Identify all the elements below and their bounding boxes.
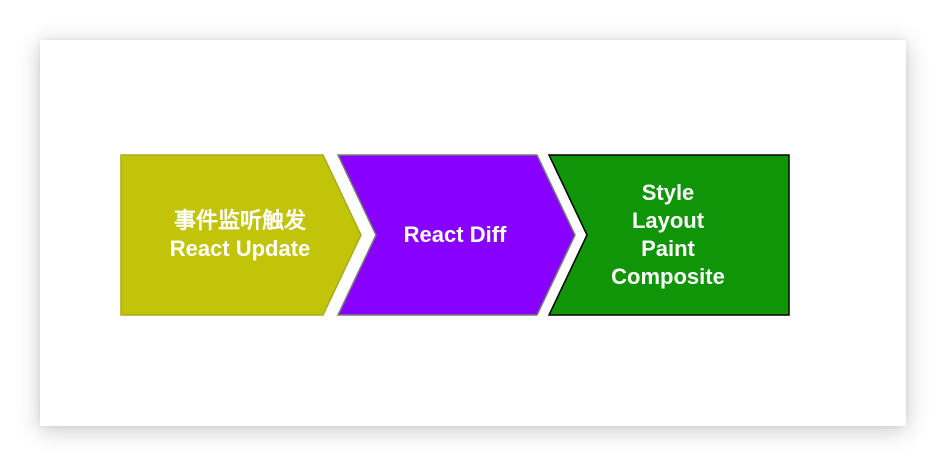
step-render-line-composite: Composite [611,264,725,289]
step-render-line-paint: Paint [641,236,695,261]
step-render-line-style: Style [641,180,695,205]
step-react-diff-label: React Diff [355,221,555,249]
step-event-update-shape [120,154,362,316]
step-react-diff-line-1: React Diff [403,222,507,247]
step-render-pipeline-label: Style Layout Paint Composite [568,179,768,291]
step-render-line-layout: Layout [631,208,705,233]
step-event-update-line-2: React Update [169,236,311,261]
step-event-update-line-1: 事件监听触发 [173,208,306,233]
step-render-pipeline-shape [547,154,790,316]
step-event-update-label: 事件监听触发 React Update [130,207,350,263]
step-react-diff-shape [336,154,576,316]
